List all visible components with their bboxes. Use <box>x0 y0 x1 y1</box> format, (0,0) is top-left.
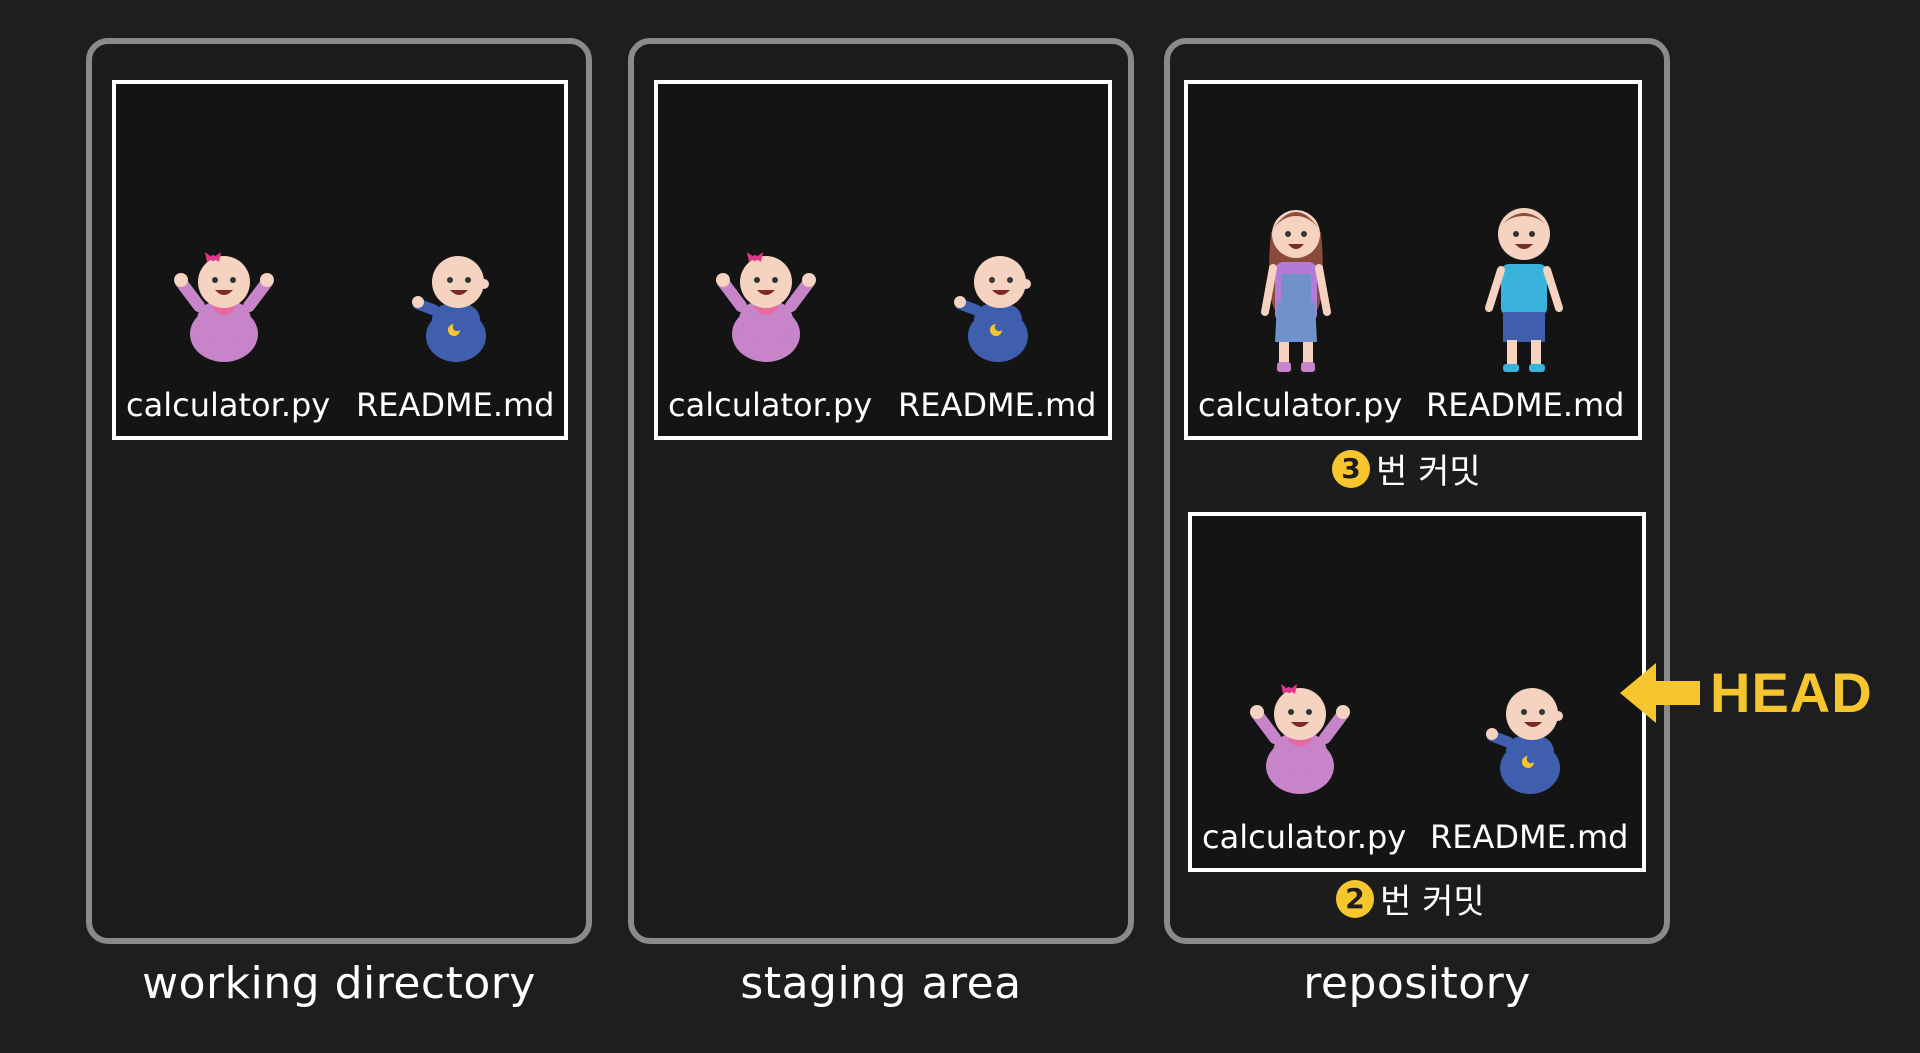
commit-label-text: 번 커밋 <box>1380 882 1485 922</box>
file-name-label: calculator.py <box>1202 818 1407 856</box>
file-name-label: README.md <box>1430 818 1629 856</box>
head-label: HEAD <box>1710 661 1873 724</box>
staging-area-files-box: calculator.py README.md <box>654 80 1112 440</box>
file-name-label: calculator.py <box>668 386 873 424</box>
file-name-label: README.md <box>898 386 1097 424</box>
baby-girl-icon <box>716 252 816 362</box>
commit-3-box: calculator.py README.md <box>1184 80 1642 440</box>
commit-number-badge: 3 <box>1332 449 1370 488</box>
commit-3-label: 3 번 커밋 <box>1332 444 1481 493</box>
working-directory-panel: calculator.py README.md <box>86 38 592 944</box>
girl-icon <box>1261 210 1331 372</box>
commit-2-label: 2 번 커밋 <box>1336 874 1485 923</box>
baby-girl-icon <box>1250 684 1350 794</box>
head-pointer: HEAD <box>1620 660 1873 725</box>
staging-area-label: staging area <box>740 958 1022 1009</box>
staging-area-panel: calculator.py README.md <box>628 38 1134 944</box>
working-directory-label: working directory <box>142 958 536 1009</box>
baby-girl-icon <box>174 252 274 362</box>
file-calculator-py: calculator.py <box>668 244 873 424</box>
repository-panel: calculator.py README.md 3 번 커밋 <box>1164 38 1670 944</box>
file-name-label: README.md <box>1426 386 1625 424</box>
file-readme-md: README.md <box>1430 676 1629 856</box>
file-name-label: calculator.py <box>126 386 331 424</box>
file-readme-md: README.md <box>1426 192 1625 424</box>
baby-boy-icon <box>1486 688 1563 794</box>
file-calculator-py: calculator.py <box>1198 192 1403 424</box>
boy-icon <box>1485 208 1563 372</box>
file-name-label: calculator.py <box>1198 386 1403 424</box>
file-name-label: README.md <box>356 386 555 424</box>
file-calculator-py: calculator.py <box>126 244 331 424</box>
working-directory-files-box: calculator.py README.md <box>112 80 568 440</box>
commit-2-box: calculator.py README.md <box>1188 512 1646 872</box>
repository-label: repository <box>1303 958 1531 1009</box>
file-readme-md: README.md <box>356 244 555 424</box>
baby-boy-icon <box>954 256 1031 362</box>
baby-boy-icon <box>412 256 489 362</box>
commit-number-badge: 2 <box>1336 879 1374 918</box>
commit-label-text: 번 커밋 <box>1376 452 1481 492</box>
left-arrow-icon <box>1620 662 1700 723</box>
file-calculator-py: calculator.py <box>1202 676 1407 856</box>
file-readme-md: README.md <box>898 244 1097 424</box>
